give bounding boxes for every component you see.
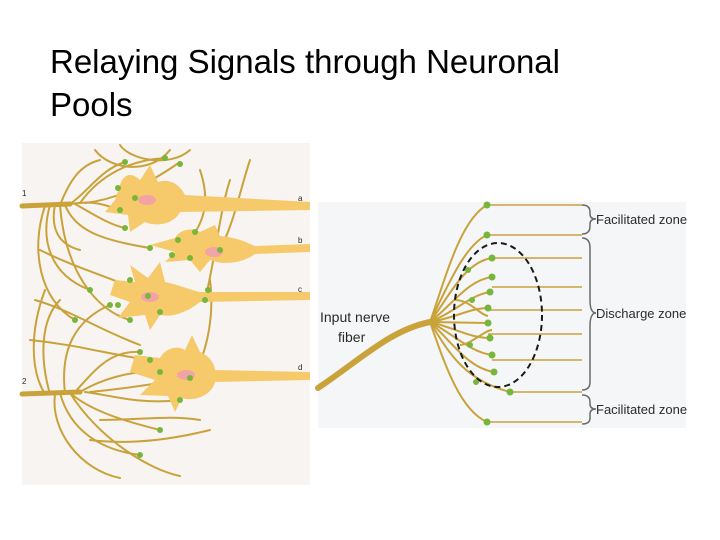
right-figure: Facilitated zone Discharge zone Facilita… xyxy=(315,201,687,428)
synaptic-terminals-left xyxy=(72,155,223,458)
zone-label-discharge: Discharge zone xyxy=(596,306,686,321)
input-label-2: 2 xyxy=(22,377,27,386)
input-nerve-label-line2: fiber xyxy=(338,329,366,345)
discharge-zone-boundary xyxy=(453,242,543,388)
title-line-2: Pools xyxy=(50,86,133,123)
output-lines xyxy=(487,204,582,423)
synaptic-terminals-right xyxy=(465,201,514,426)
zone-brackets xyxy=(581,204,597,425)
input-label-1: 1 xyxy=(22,189,27,198)
nucleus-a xyxy=(138,195,156,205)
output-label-b: b xyxy=(298,236,303,245)
input-nerve-label-line1: Input nerve xyxy=(320,309,390,325)
zone-label-facilitated-bottom: Facilitated zone xyxy=(596,402,687,417)
output-label-a: a xyxy=(298,194,303,203)
title-line-1: Relaying Signals through Neuronal xyxy=(50,43,560,80)
left-figure: 1 2 a b c d xyxy=(19,143,310,485)
slide-title: Relaying Signals through Neuronal Pools xyxy=(50,40,670,126)
input-fiber-1 xyxy=(19,157,181,321)
neuron-a xyxy=(105,165,310,232)
zone-label-facilitated-top: Facilitated zone xyxy=(596,212,687,227)
output-label-c: c xyxy=(298,285,302,294)
input-nerve-fiber xyxy=(315,319,433,391)
output-label-d: d xyxy=(298,363,302,372)
